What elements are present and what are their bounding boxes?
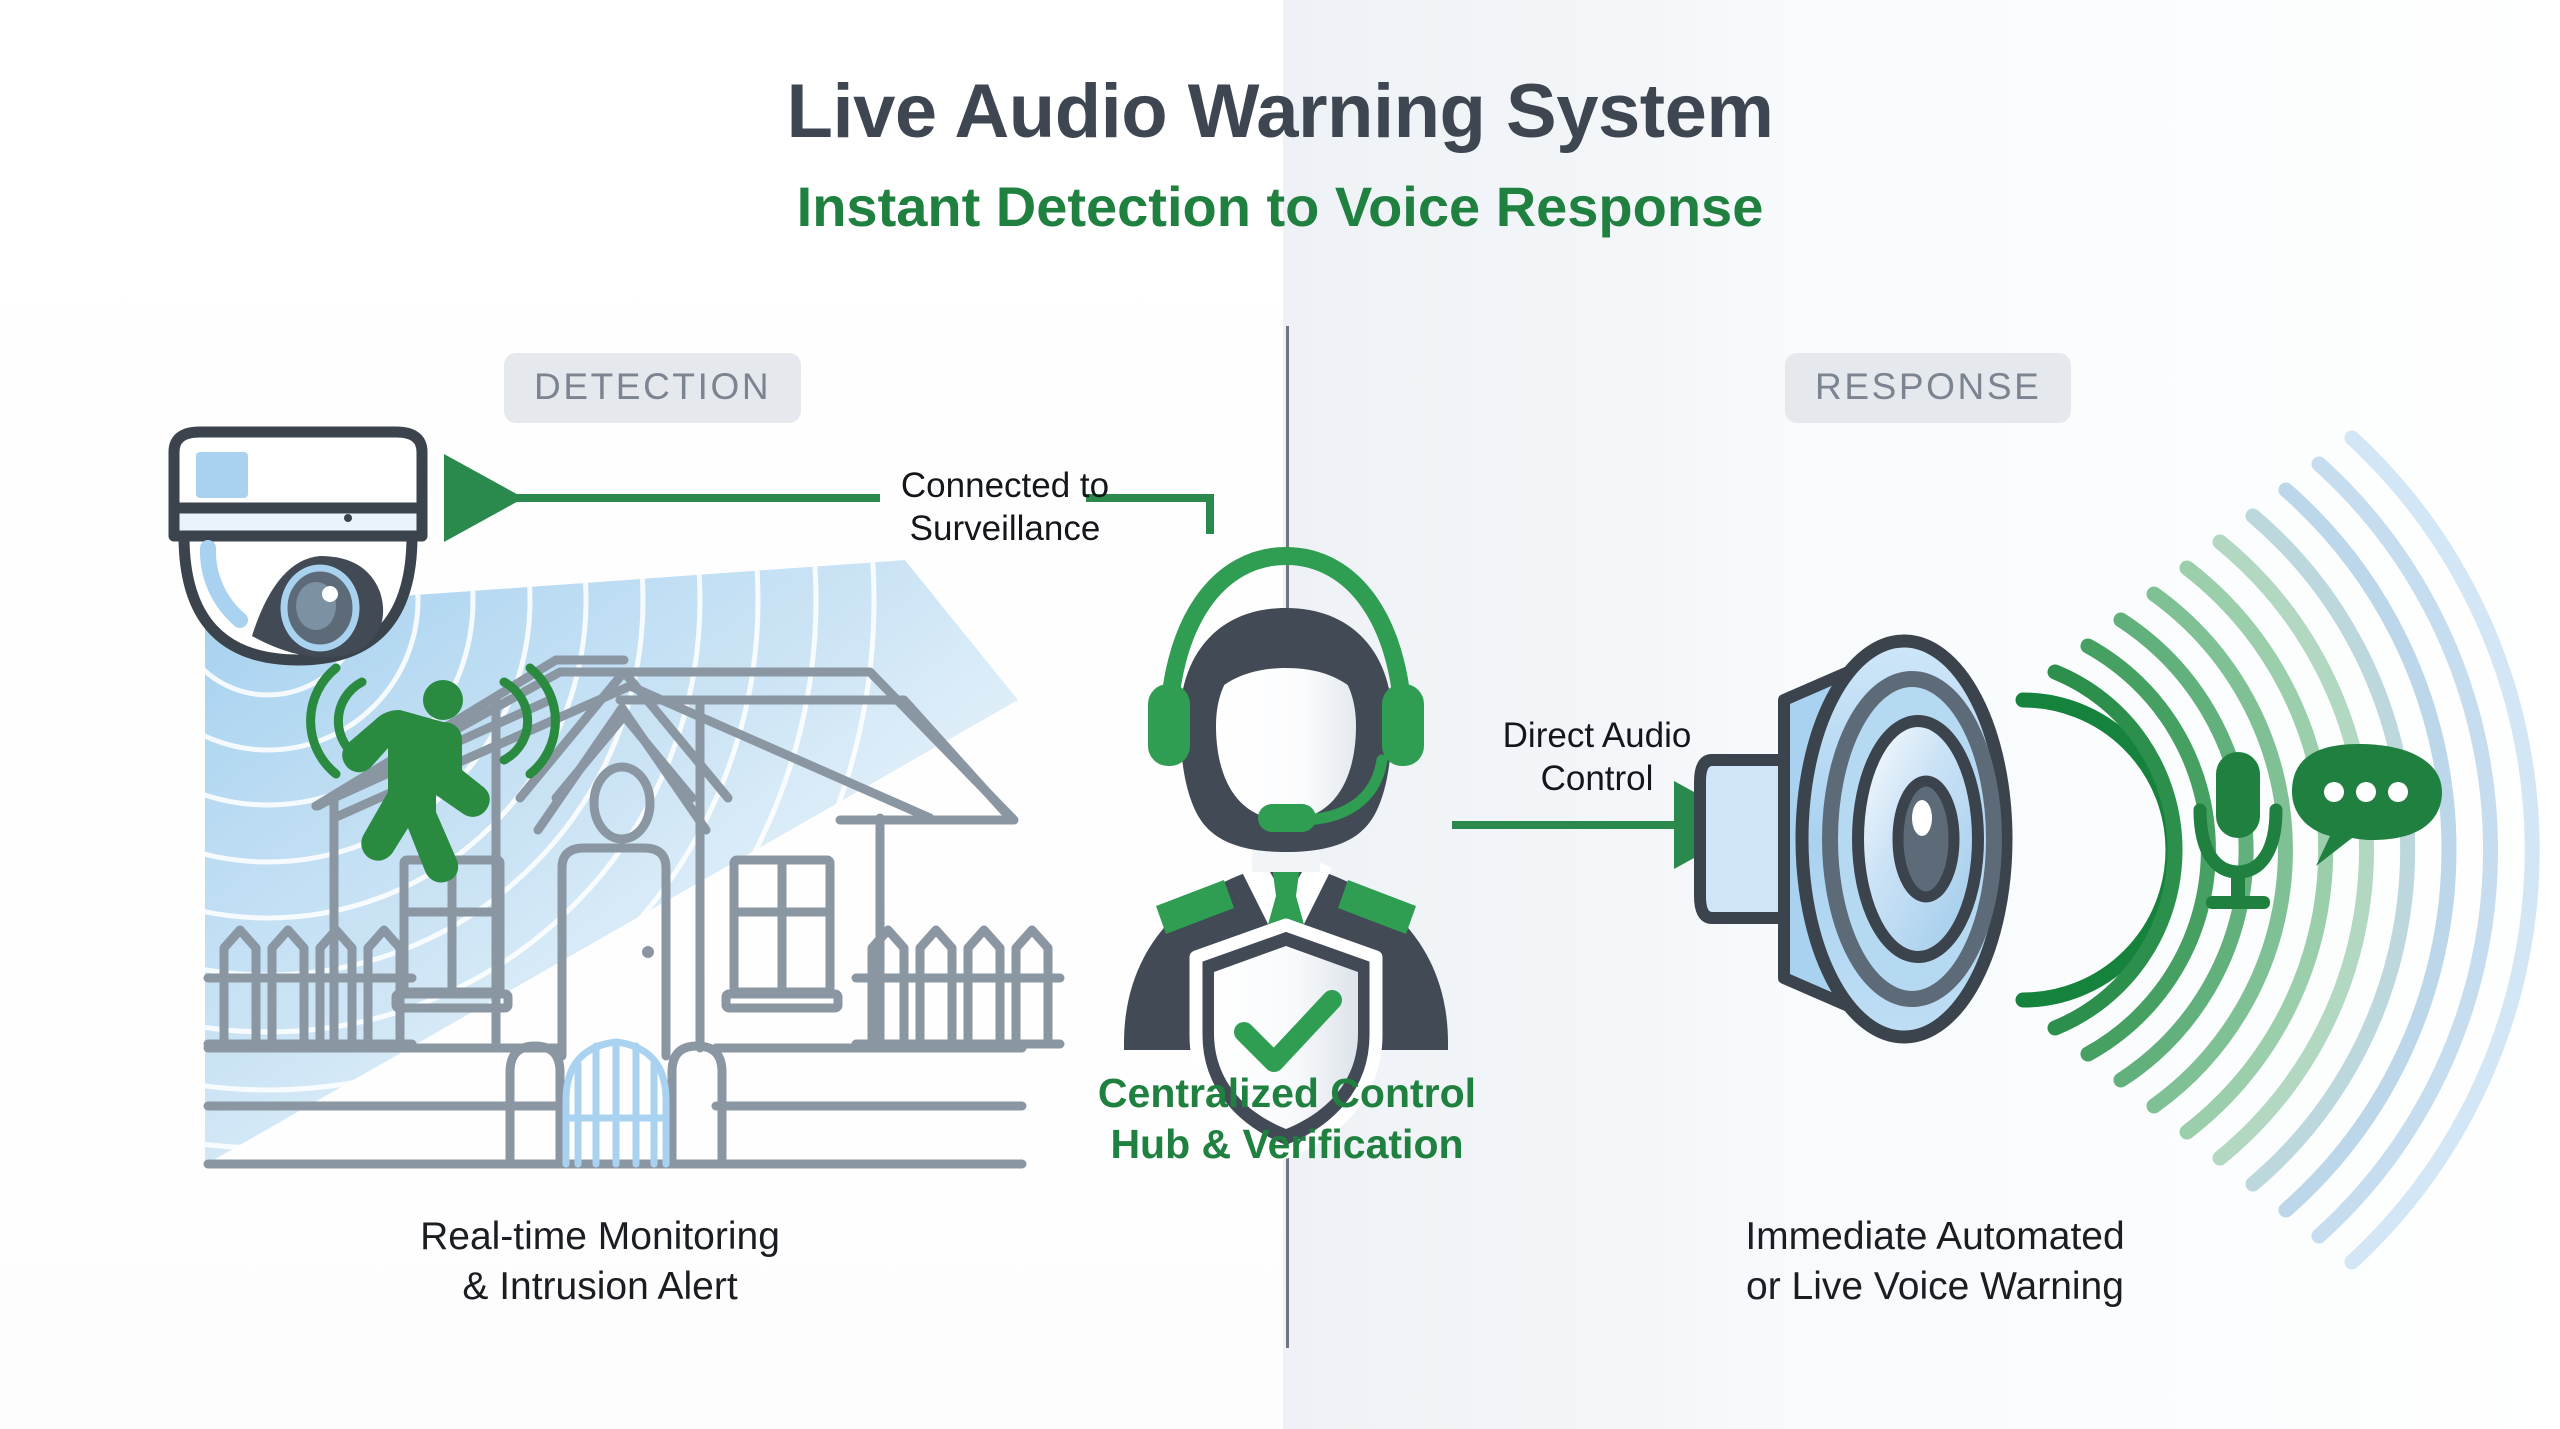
garden-gate-icon — [505, 1038, 727, 1169]
caption-response-line1: Immediate Automated — [1745, 1215, 2125, 1258]
control-hub-caption: Centralized Control Hub & Verification — [987, 1068, 1587, 1170]
caption-detection-line1: Real-time Monitoring — [420, 1215, 780, 1258]
connector-label-surveillance-line1: Connected to — [900, 466, 1110, 505]
connector-label-surveillance-line2: Surveillance — [909, 508, 1101, 548]
connector-label-direct-audio-line2: Control — [1540, 758, 1654, 798]
connector-label-direct-audio: Direct Audio Control — [1462, 715, 1732, 800]
caption-detection: Real-time Monitoring & Intrusion Alert — [285, 1212, 915, 1312]
microphone-icon — [2193, 752, 2283, 909]
control-hub-caption-line1: Centralized Control — [1097, 1070, 1477, 1116]
phase-badge-response: RESPONSE — [1785, 353, 2072, 423]
vertical-divider-bottom — [1286, 1100, 1289, 1348]
vertical-divider-top — [1286, 326, 1289, 624]
connector-label-surveillance: Connected to Surveillance — [875, 465, 1135, 550]
connector-label-direct-audio-line1: Direct Audio — [1502, 716, 1692, 755]
page-title: Live Audio Warning System — [786, 69, 1774, 154]
speech-bubble-icon — [2292, 744, 2442, 866]
caption-response-line2: or Live Voice Warning — [1746, 1264, 2124, 1308]
walking-person-motion-icon — [306, 663, 560, 883]
control-hub-caption-line2: Hub & Verification — [1110, 1120, 1464, 1167]
loudspeaker-icon — [1694, 634, 2013, 1044]
caption-detection-line2: & Intrusion Alert — [462, 1264, 738, 1308]
dome-security-camera-icon — [168, 426, 428, 666]
sound-wave-arcs — [2015, 430, 2540, 1270]
page-subtitle: Instant Detection to Voice Response — [796, 175, 1764, 238]
phase-badge-detection: DETECTION — [504, 353, 802, 423]
caption-response: Immediate Automated or Live Voice Warnin… — [1620, 1212, 2250, 1312]
